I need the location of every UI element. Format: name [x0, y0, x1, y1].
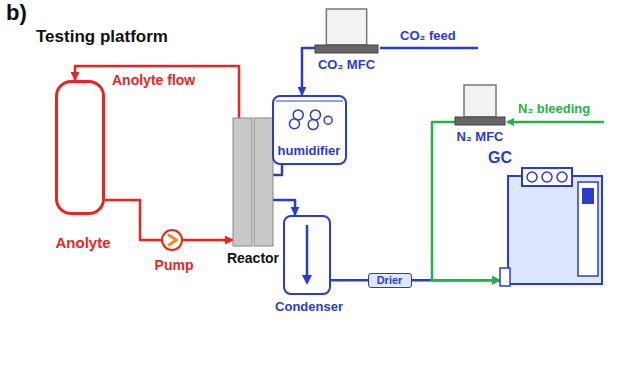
node-text: Condenser — [275, 300, 343, 315]
flow-connector — [302, 48, 315, 95]
co2-mfc: CO₂ MFC — [315, 8, 378, 54]
flow-connector — [75, 66, 239, 118]
pump-symbol: Pump — [161, 229, 183, 251]
mfc-base — [455, 117, 505, 125]
bubble — [324, 116, 332, 124]
bubble — [310, 109, 320, 119]
diagram-title: Testing platform — [36, 27, 168, 47]
reactor-cell: Reactor — [233, 118, 273, 246]
reactor-plate — [254, 118, 273, 246]
text-group: CO₂ MFC — [318, 58, 375, 73]
node-art — [55, 80, 99, 209]
condenser-head — [302, 275, 312, 285]
node-art — [283, 215, 327, 291]
node-art — [315, 8, 378, 54]
node-text: Reactor — [227, 250, 279, 266]
n2-mfc: N₂ MFC — [455, 84, 505, 126]
node-text: CO₂ MFC — [318, 58, 375, 73]
flow-connector — [105, 200, 161, 240]
flow-label: Anolyte flow — [112, 72, 195, 88]
node-art — [161, 229, 179, 247]
node-text: humidifier — [278, 144, 341, 159]
text-group: humidifier — [278, 144, 341, 159]
text-group: GC — [488, 149, 512, 167]
gc-body — [508, 176, 602, 284]
feed-label: CO₂ feed — [400, 28, 456, 43]
co2-feed-line — [380, 47, 478, 50]
bubble — [308, 119, 318, 129]
bubble — [289, 118, 299, 128]
node-text: GC — [488, 149, 512, 167]
mfc-body — [464, 85, 496, 117]
node-text: Drier — [377, 274, 403, 287]
drier-tube: Drier — [368, 273, 412, 288]
gc-inlet — [500, 268, 510, 286]
panel-letter: b) — [6, 0, 27, 26]
flow-connector — [331, 279, 368, 282]
text-group: Anolyte — [56, 234, 111, 251]
text-group: Pump — [155, 257, 194, 273]
text-group: N₂ MFC — [457, 130, 504, 145]
reactor-plate — [233, 118, 252, 246]
node-art — [455, 84, 505, 126]
humidifier-vessel: humidifier — [272, 95, 347, 165]
condenser-vessel: Condenser — [283, 215, 331, 295]
text-group: Condenser — [275, 300, 343, 315]
anolyte-reservoir: Anolyte — [55, 80, 105, 215]
text-group: Drier — [377, 274, 403, 287]
node-text: Anolyte — [56, 234, 111, 251]
gc-knob — [557, 172, 567, 182]
text-group: Reactor — [227, 250, 279, 266]
n2-bleed-line — [507, 121, 604, 124]
node-text: N₂ MFC — [457, 130, 504, 145]
condenser-flow — [305, 225, 308, 277]
gc-top — [522, 168, 572, 186]
gc-instrument: GC — [500, 168, 604, 286]
node-text: Pump — [155, 257, 194, 273]
gc-panel — [578, 182, 598, 276]
gc-knob — [527, 172, 537, 182]
mfc-body — [326, 9, 366, 45]
gc-screen — [582, 188, 594, 204]
flow-connector — [432, 122, 500, 280]
flow-connector — [183, 239, 233, 242]
water-level — [276, 100, 343, 101]
pump-chevron — [168, 235, 176, 246]
gc-knob — [542, 172, 552, 182]
flow-connector — [273, 200, 295, 215]
flow-connector — [273, 165, 282, 175]
node-art — [233, 118, 273, 246]
bleed-label: N₂ bleeding — [518, 101, 590, 116]
mfc-base — [315, 45, 378, 53]
node-art — [500, 168, 604, 286]
